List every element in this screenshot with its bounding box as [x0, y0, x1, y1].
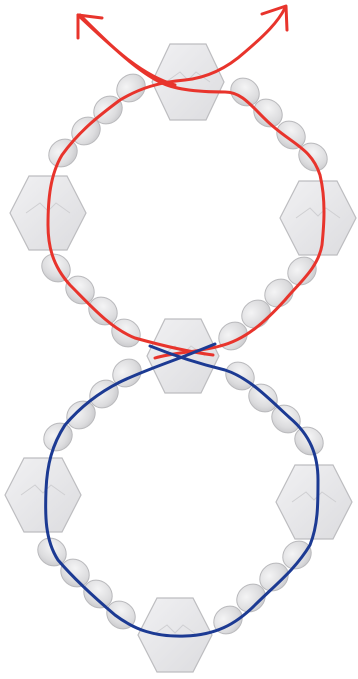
crystal-upper-right — [279, 180, 357, 256]
round-bead — [83, 579, 113, 609]
bottom-thread-path — [44, 342, 320, 638]
round-bead — [60, 558, 90, 588]
round-bead — [236, 583, 266, 613]
round-bead — [248, 383, 278, 413]
round-bead — [230, 77, 260, 107]
top-thread-right-strand — [76, 13, 177, 87]
round-bead — [271, 404, 301, 434]
crystal-lower-right — [275, 464, 353, 540]
crystals — [4, 43, 357, 673]
top-thread — [46, 6, 326, 360]
round-bead — [253, 98, 283, 128]
round-bead — [88, 296, 118, 326]
top-thread-path — [78, 13, 326, 360]
arrow-right — [260, 4, 289, 32]
round-bead — [116, 73, 146, 103]
round-bead — [65, 275, 95, 305]
round-bead — [259, 562, 289, 592]
bottom-thread — [44, 342, 320, 638]
crystal-lower-left — [4, 457, 82, 533]
round-bead — [66, 400, 96, 430]
arrow-left — [76, 13, 104, 40]
round-bead — [276, 120, 306, 150]
round-bead — [287, 256, 317, 286]
top-thread-left-strand — [46, 6, 287, 357]
